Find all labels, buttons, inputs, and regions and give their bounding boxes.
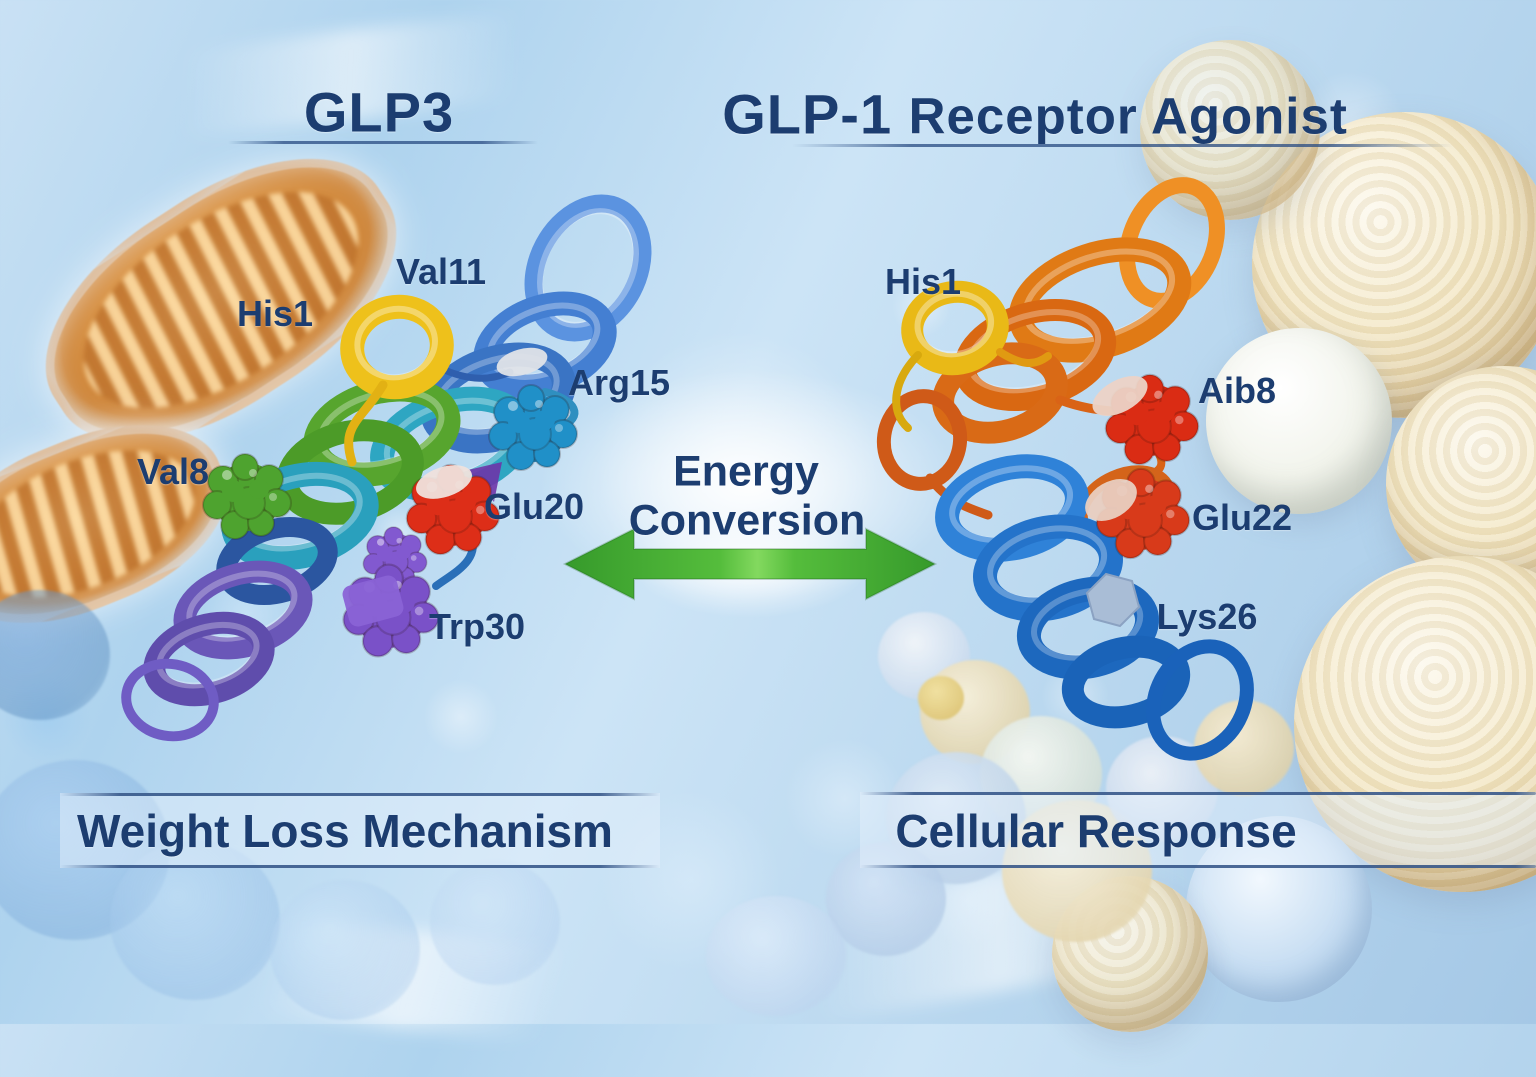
glu20-cap	[416, 465, 472, 499]
right-caption-banner	[860, 792, 1536, 868]
vesicle-sphere	[270, 880, 420, 1020]
residue-label-val11: Val11	[395, 251, 487, 292]
banner-line	[860, 865, 1536, 868]
residue-label-lys26: Lys26	[1156, 596, 1258, 637]
energy-arrow-layer	[562, 527, 938, 601]
trp30-facet	[342, 575, 404, 627]
right-title-primary: GLP-1	[722, 82, 893, 146]
vesicle-sphere	[918, 676, 964, 720]
vesicle-sphere	[706, 896, 846, 1016]
left-caption-banner	[60, 793, 660, 868]
energy-label-line1: Energy	[673, 447, 819, 496]
left-peptide-illustration	[121, 194, 652, 742]
arg15-cap	[496, 347, 548, 377]
glu22-cap	[1085, 479, 1137, 521]
residue-label-his1-left: His1	[236, 293, 314, 334]
residue-label-glu20: Glu20	[483, 486, 585, 527]
banner-line	[60, 865, 660, 868]
his1-right-residue-ring	[892, 280, 1052, 432]
residue-label-val8: Val8	[136, 451, 210, 492]
fat-cell-sphere	[1206, 328, 1392, 514]
right-caption: Cellular Response	[895, 805, 1297, 857]
lys26-facet	[1085, 572, 1141, 628]
residue-label-arg15: Arg15	[567, 362, 671, 403]
right-panel-title: GLP-1 Receptor Agonist	[722, 82, 1348, 147]
vesicle-sphere	[430, 860, 560, 985]
right-sidechain-blobs	[1085, 373, 1200, 628]
left-panel-title: GLP3	[303, 80, 455, 144]
aib8-cap	[1092, 376, 1148, 416]
vesicle-sphere	[0, 590, 110, 720]
banner-line	[860, 792, 1536, 795]
residue-label-aib8: Aib8	[1197, 370, 1277, 411]
right-title-space	[892, 83, 909, 146]
residue-label-trp30: Trp30	[428, 606, 526, 647]
banner-line	[60, 793, 660, 796]
right-title-underline	[792, 144, 1452, 147]
right-title-secondary: Receptor Agonist	[908, 87, 1348, 145]
left-caption: Weight Loss Mechanism	[77, 805, 613, 857]
right-peptide-illustration	[876, 177, 1254, 761]
residue-label-glu22: Glu22	[1191, 497, 1293, 538]
left-title-underline	[228, 141, 538, 144]
left-sidechain-blobs	[202, 347, 578, 658]
residue-label-his1-right: His1	[884, 261, 962, 302]
energy-double-arrow-icon	[562, 527, 938, 601]
energy-label-line2: Conversion	[628, 496, 866, 545]
his1-residue-ring	[340, 294, 454, 467]
illustration-canvas: { "left_panel": { "title": "GLP3", "resi…	[0, 0, 1536, 1024]
